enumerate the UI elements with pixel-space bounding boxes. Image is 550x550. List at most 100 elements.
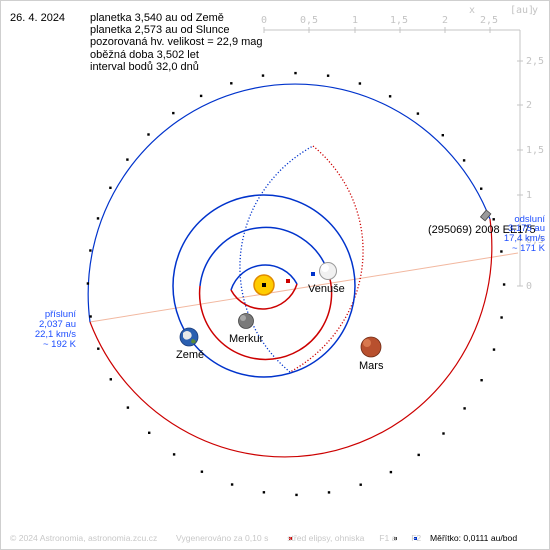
legend-center-text: střed elipsy, ohniska — [287, 533, 365, 543]
y-axis-label: y — [532, 5, 538, 16]
legend-f2-text: F2 — [411, 533, 422, 543]
y-tick-2: 2 — [526, 100, 532, 111]
orbit-point-marker — [480, 379, 483, 382]
info-distance-sun: planetka 2,573 au od Slunce — [90, 24, 230, 37]
earth-icon — [179, 327, 199, 347]
orbit-point-marker — [327, 491, 331, 494]
mercury-label: Merkur — [229, 333, 264, 345]
orbit-point-marker — [502, 283, 506, 286]
y-tick-1: 1 — [526, 190, 532, 201]
x-tick-1-5: 1,5 — [390, 15, 408, 26]
y-axis: 2,5 2 1,5 1 0,5 0 y — [517, 5, 544, 292]
x-axis-label: x — [469, 5, 475, 16]
venus-orbit — [198, 226, 333, 361]
x-tick-2-5: 2,5 — [480, 15, 498, 26]
mars-label: Mars — [359, 360, 384, 372]
aphelion-info: odsluní 3,175 au 17,4 km/s ~ 171 K — [504, 214, 546, 254]
aphelion-title: odsluní — [514, 214, 545, 225]
orbit-point-marker — [262, 491, 266, 494]
orbit-point-marker — [230, 82, 233, 85]
orbit-point-marker — [126, 406, 130, 409]
orbit-point-marker — [294, 71, 297, 75]
orbit-point-marker — [261, 74, 265, 77]
legend-f2-marker — [414, 537, 417, 540]
orbit-point-marker — [109, 378, 112, 381]
apsidal-line — [89, 252, 519, 323]
x-tick-1: 1 — [352, 15, 358, 26]
mars-orbit — [239, 145, 364, 373]
orbit-point-marker — [147, 133, 150, 136]
venus-icon — [319, 262, 337, 280]
unit-label: [au] — [510, 5, 534, 16]
orbit-point-marker — [417, 453, 420, 457]
ellipse-center-marker — [286, 279, 290, 283]
orbit-point-marker — [96, 217, 100, 220]
orbit-point-marker — [126, 158, 129, 161]
info-period: oběžná doba 3,502 let — [90, 48, 199, 61]
perihelion-title: přísluní — [45, 309, 77, 320]
mars-icon — [360, 336, 382, 358]
orbit-point-marker — [492, 218, 495, 221]
perihelion-speed: 22,1 km/s — [35, 329, 76, 340]
orbit-point-marker — [388, 95, 392, 98]
legend-f1-text: F1 a — [379, 533, 397, 543]
copyright-link[interactable]: © 2024 Astronomia, astronomia.zcu.cz — [10, 533, 158, 543]
orbit-point-marker — [416, 112, 420, 115]
legend-center-marker — [289, 537, 292, 540]
aphelion-distance: 3,175 au — [508, 223, 545, 234]
perihelion-info: přísluní 2,037 au 22,1 km/s ~ 192 K — [35, 309, 77, 350]
perihelion-distance: 2,037 au — [39, 319, 76, 330]
orbit-point-marker — [109, 186, 112, 189]
date-label: 26. 4. 2024 — [10, 12, 66, 24]
venus-label: Venuše — [308, 283, 345, 295]
earth-orbit — [172, 194, 356, 378]
sun-icon — [253, 274, 275, 296]
info-panel: planetka 3,540 au od Země planetka 2,573… — [90, 12, 263, 73]
asteroid-orbit — [86, 71, 506, 497]
perihelion-temp: ~ 192 K — [43, 339, 77, 350]
orbit-point-marker — [172, 453, 176, 456]
generated-time: Vygenerováno za 0,10 s — [176, 533, 269, 543]
x-tick-0: 0 — [261, 15, 267, 26]
y-tick-0: 0 — [526, 281, 532, 292]
orbit-point-marker — [462, 159, 466, 162]
orbit-point-marker — [442, 432, 445, 435]
orbit-point-marker — [89, 315, 92, 318]
scale-label: Měřítko: 0,0111 au/bod — [430, 533, 518, 543]
orbit-point-marker — [200, 470, 204, 473]
x-tick-2: 2 — [442, 15, 448, 26]
focus-f2-marker — [311, 272, 315, 276]
asteroid-icon — [479, 209, 492, 222]
y-tick-0-5: 0,5 — [526, 235, 544, 246]
orbit-point-marker — [89, 249, 92, 252]
orbit-point-marker — [463, 407, 466, 410]
orbit-point-marker — [500, 250, 503, 253]
y-tick-2-5: 2,5 — [526, 56, 544, 67]
orbit-point-marker — [358, 82, 362, 85]
info-magnitude: pozorovaná hv. velikost = 22,9 mag — [90, 36, 263, 49]
y-tick-1-5: 1,5 — [526, 145, 544, 156]
aphelion-temp: ~ 171 K — [512, 243, 546, 254]
orbit-point-marker — [97, 347, 100, 350]
orbit-point-marker — [295, 493, 298, 497]
orbit-point-marker — [500, 316, 503, 319]
footer-bar: © 2024 Astronomia, astronomia.zcu.cz Vyg… — [10, 533, 421, 543]
orbit-point-marker — [389, 470, 393, 474]
orbit-point-marker — [230, 483, 234, 486]
orbit-point-marker — [148, 431, 151, 434]
orbit-point-marker — [326, 74, 330, 77]
aphelion-speed: 17,4 km/s — [504, 233, 545, 244]
mercury-icon — [238, 313, 254, 329]
legend-f1-marker — [394, 537, 397, 540]
orbit-point-marker — [199, 94, 203, 98]
info-distance-earth: planetka 3,540 au od Země — [90, 12, 224, 24]
orbit-point-marker — [441, 134, 444, 137]
earth-label: Země — [176, 349, 204, 361]
asteroid-label: (295069) 2008 EE175 — [428, 224, 536, 236]
orbit-point-marker — [359, 483, 362, 486]
info-interval: interval bodů 32,0 dnů — [90, 60, 199, 73]
orbit-point-marker — [492, 348, 496, 351]
orbit-point-marker — [86, 282, 90, 285]
orbit-point-marker — [480, 187, 483, 190]
